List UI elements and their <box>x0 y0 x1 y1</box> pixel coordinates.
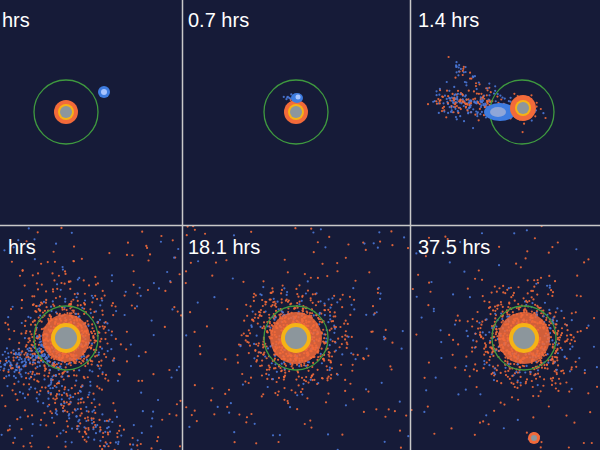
frame-0 <box>34 80 110 144</box>
particle-group <box>0 227 182 450</box>
time-label: 37.5 hrs <box>418 237 490 257</box>
time-label: hrs <box>8 237 36 257</box>
frame-2 <box>484 80 554 144</box>
time-label: 18.1 hrs <box>188 237 260 257</box>
particle-group <box>185 226 410 450</box>
frame-1 <box>264 80 328 144</box>
particle-group <box>427 56 547 133</box>
time-label: 1.4 hrs <box>418 10 479 30</box>
time-label: 0.7 hrs <box>188 10 249 30</box>
frame-4 <box>264 306 328 370</box>
frame-3 <box>34 306 98 370</box>
time-label: hrs <box>2 10 30 30</box>
particle-group <box>411 226 600 449</box>
particle-cloud <box>0 56 600 450</box>
frame-5 <box>492 306 556 444</box>
